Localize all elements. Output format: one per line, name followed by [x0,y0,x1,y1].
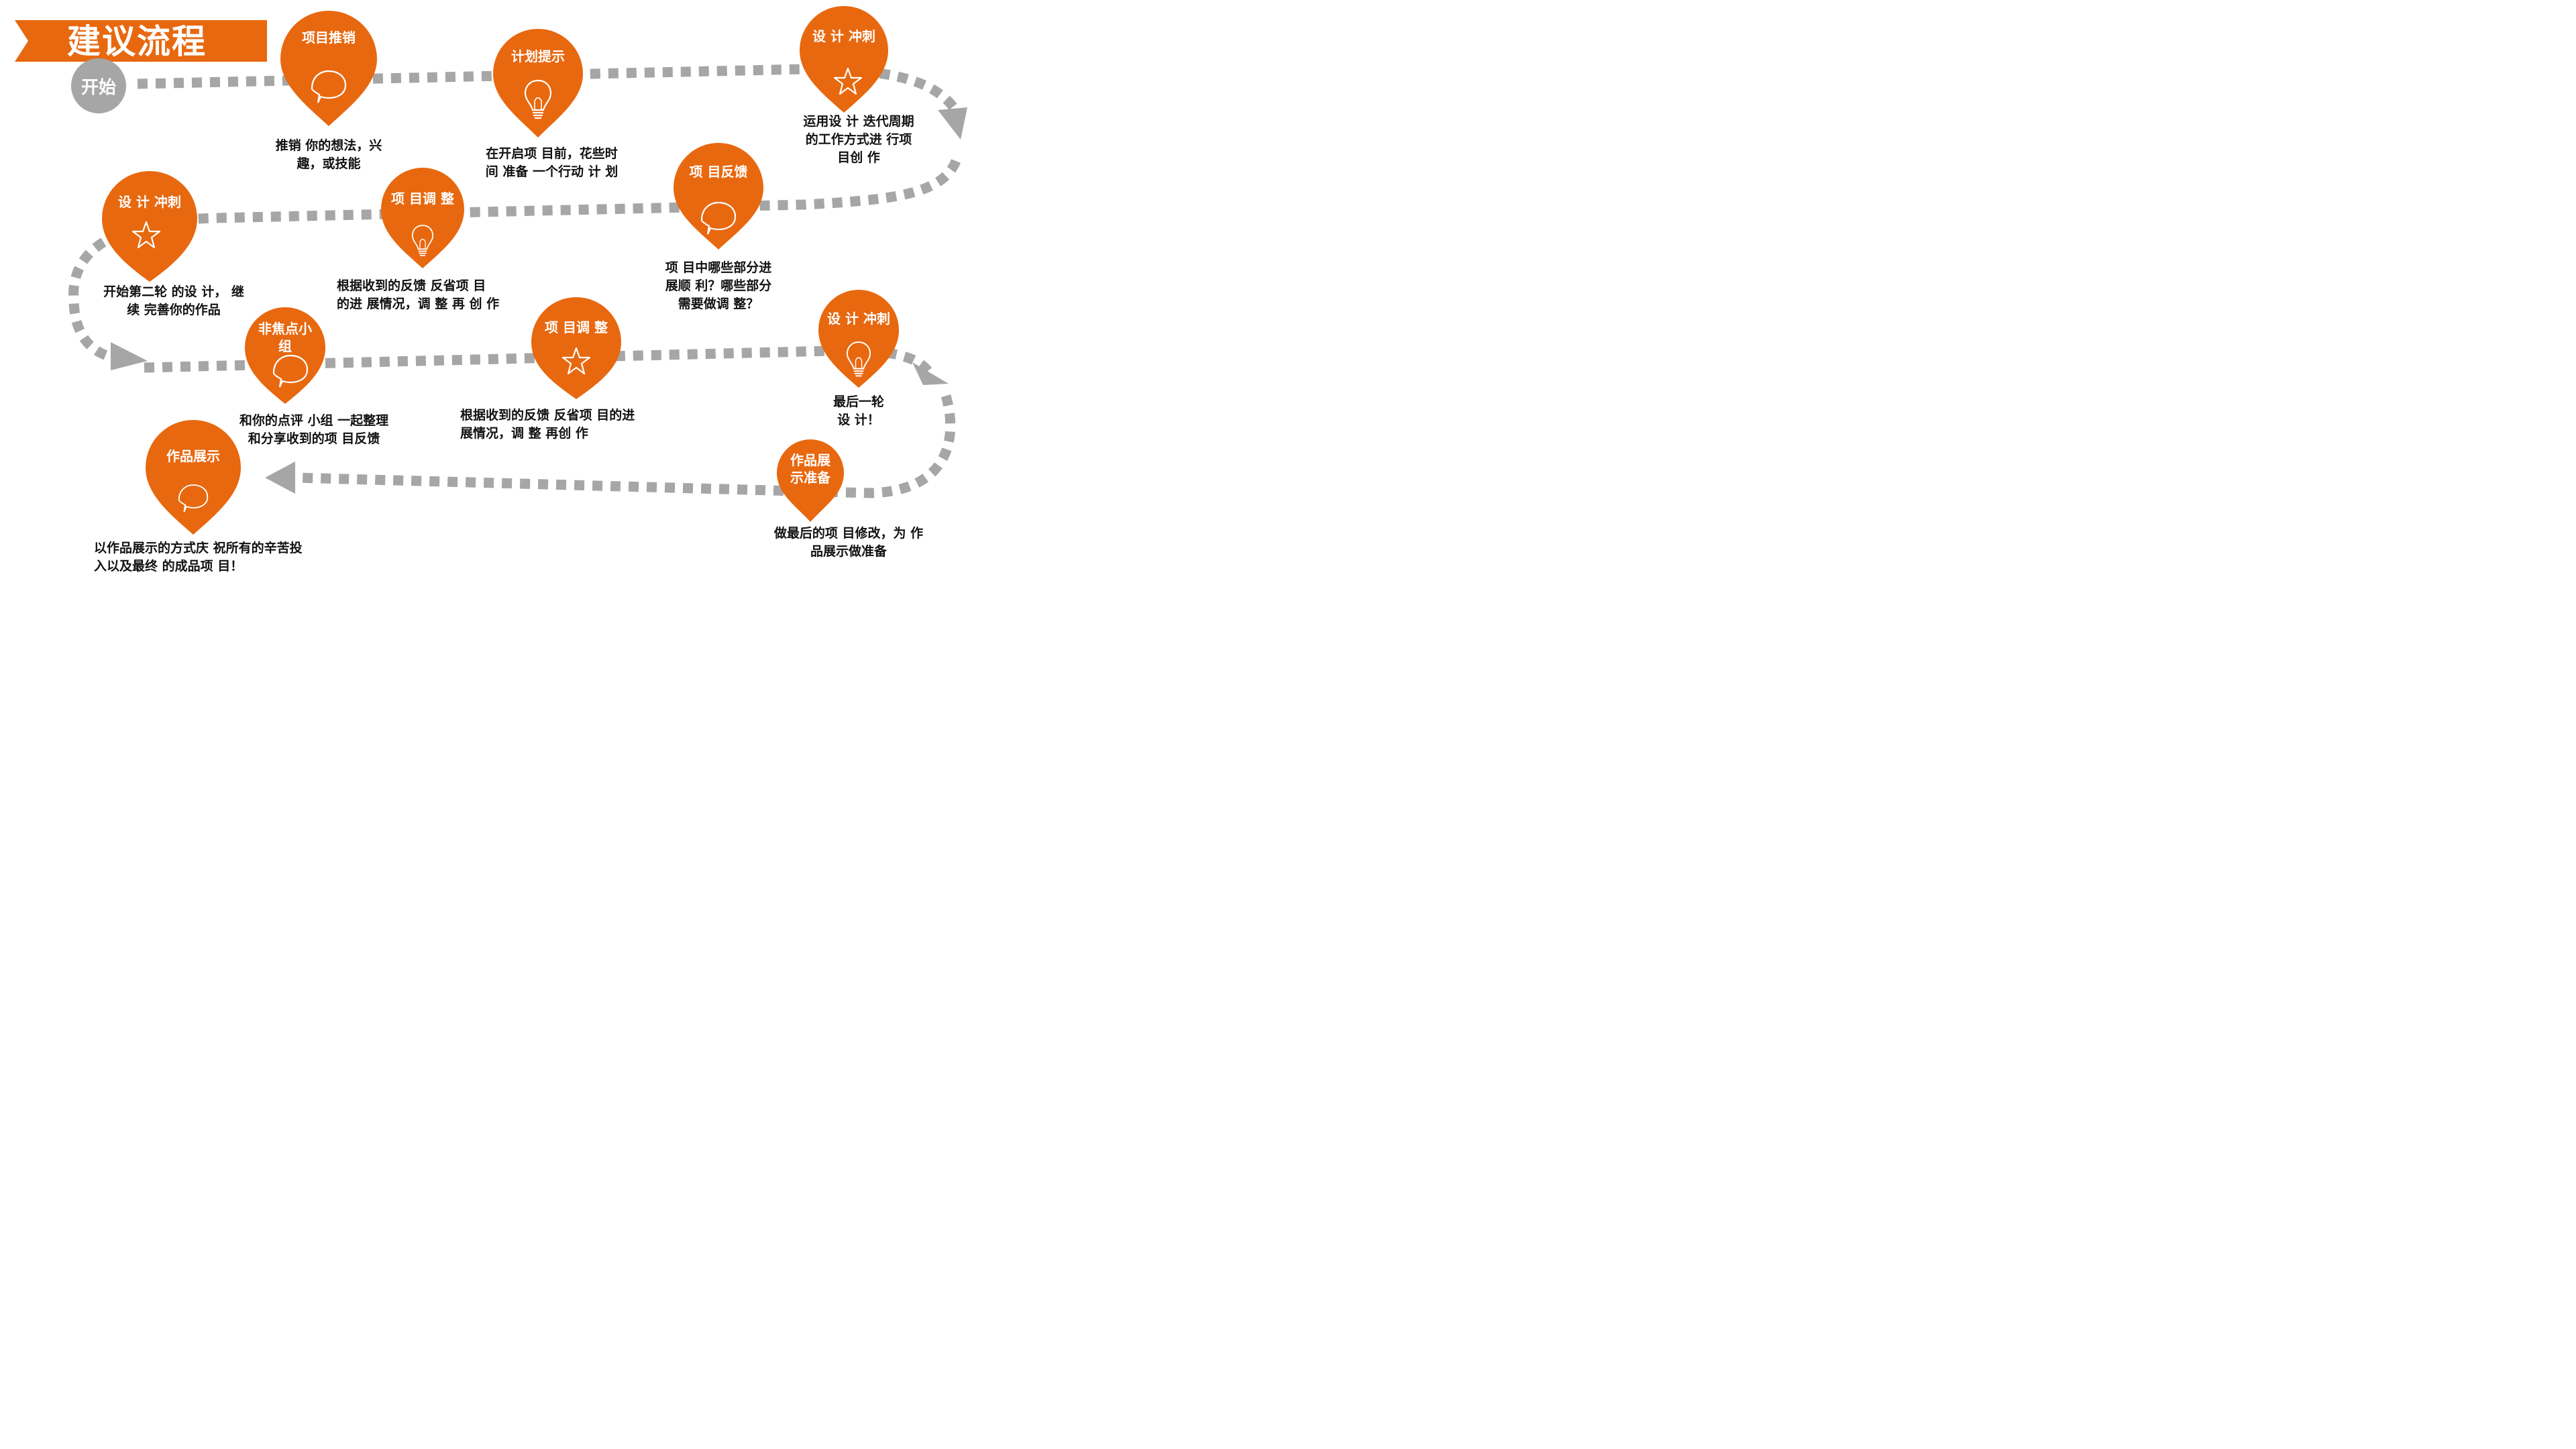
pin-step-5 [381,168,464,268]
pin-step-9 [818,290,899,388]
pin-step-10 [777,439,844,522]
step-desc-2: 在开启项 目前，花些时间 准备 一个行动 计 划 [485,146,619,179]
start-circle: 开始 [71,58,126,113]
page-title: 建议流程 [67,22,207,61]
path-arrows [111,107,967,494]
pin-title-9: 设 计 冲刺 [827,311,890,327]
pin-title-11: 作品展示 [166,448,220,464]
pin-title-1: 项目推销 [302,30,356,46]
pin-step-3 [800,6,888,113]
step-desc-11: 以作品展示的方式庆 祝所有的辛苦投入以及最终 的成品项 目！ [94,541,303,574]
pin-title-8: 项 目调 整 [545,319,608,335]
pin-title-7: 非焦点小 组 [258,321,312,354]
step-desc-6: 开始第二轮 的设 计， 继续 完善你的作品 [103,284,244,317]
pin-step-6 [102,170,197,282]
step-desc-9: 最后一轮设 计！ [833,394,884,427]
pin-title-2: 计划提示 [511,48,565,64]
step-desc-4: 项 目中哪些部分进展顺 利？哪些部分需要做调 整？ [665,260,772,311]
pin-title-10: 作品展 示准备 [790,452,830,486]
pin-title-6: 设 计 冲刺 [118,194,181,210]
flow-diagram [15,6,967,535]
title-banner [15,20,267,62]
pin-step-11 [146,419,241,535]
pins [102,6,899,535]
pin-step-4 [674,143,763,250]
step-desc-3: 运用设 计 迭代周期的工作方式进 行项目创 作 [803,114,914,165]
step-desc-8: 根据收到的反馈 反省项 目的进展情况，调 整 再创 作 [460,408,635,441]
pin-step-1 [280,11,377,126]
step-desc-1: 推销 你的想法，兴趣，或技能 [275,138,382,171]
step-desc-7: 和你的点评 小组 一起整理和分享收到的项 目反馈 [239,413,389,446]
pin-title-4: 项 目反馈 [689,164,748,180]
pin-title-3: 设 计 冲刺 [812,28,875,44]
pin-title-5: 项 目调 整 [391,191,454,207]
pin-step-2 [493,29,583,138]
step-desc-5: 根据收到的反馈 反省项 目的进 展情况，调 整 再 创 作 [337,278,500,311]
step-desc-10: 做最后的项 目修改，为 作品展示做准备 [773,526,924,559]
